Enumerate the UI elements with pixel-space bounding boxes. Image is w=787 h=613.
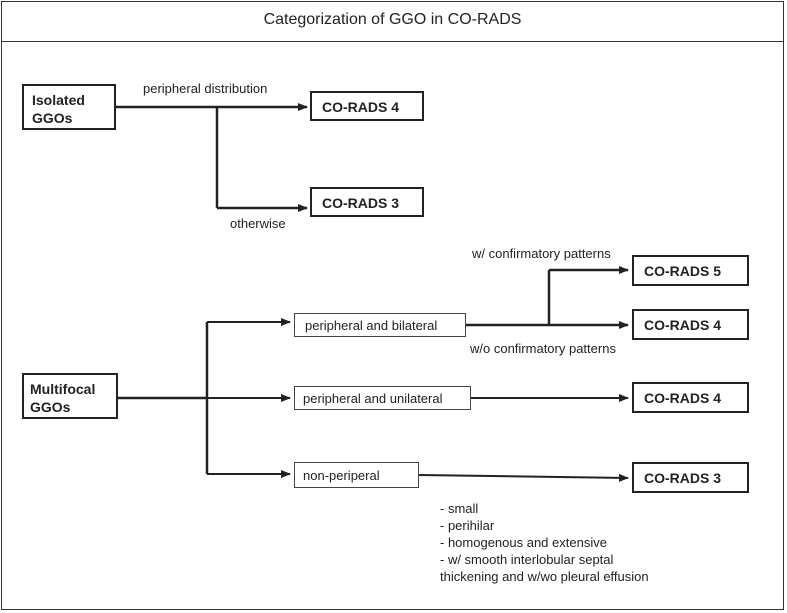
confirmatory-label: w/ confirmatory patterns — [472, 246, 611, 261]
peripheral-bilateral-box: peripheral and bilateral — [294, 313, 466, 337]
non-peripheral-notes: - small - perihilar - homogenous and ext… — [440, 500, 649, 585]
title-bar: Categorization of GGO in CO-RADS — [1, 1, 784, 42]
peripheral-unilateral-label: peripheral and unilateral — [303, 391, 443, 406]
bilateral-corads4-label: CO-RADS 4 — [644, 317, 722, 333]
peripheral-bilateral-label: peripheral and bilateral — [305, 318, 438, 333]
no-confirmatory-label: w/o confirmatory patterns — [470, 341, 616, 356]
note-small: - small — [440, 501, 479, 516]
diagram-title: Categorization of GGO in CO-RADS — [263, 11, 522, 28]
isolated-corads3-box: CO-RADS 3 — [310, 187, 424, 217]
isolated-ggos-line2: GGOs — [32, 110, 73, 126]
unilateral-corads4-label: CO-RADS 4 — [644, 390, 722, 406]
nonperipheral-corads3-label: CO-RADS 3 — [644, 470, 722, 486]
multifocal-ggos-line1: Multifocal — [30, 381, 96, 397]
bilateral-corads4-box: CO-RADS 4 — [632, 309, 749, 340]
multifocal-ggos-line2: GGOs — [30, 399, 71, 415]
multifocal-corads5-box: CO-RADS 5 — [632, 255, 749, 286]
note-homogenous: - homogenous and extensive — [440, 535, 607, 550]
unilateral-corads4-box: CO-RADS 4 — [632, 382, 749, 413]
note-perihilar: - perihilar — [440, 518, 495, 533]
edge-nonperipheral-to-corads3 — [418, 473, 629, 482]
peripheral-distribution-label: peripheral distribution — [143, 81, 268, 96]
nonperipheral-corads3-box: CO-RADS 3 — [632, 462, 749, 493]
isolated-corads3-label: CO-RADS 3 — [322, 195, 400, 211]
isolated-corads4-label: CO-RADS 4 — [322, 99, 400, 115]
multifocal-ggos-box: Multifocal GGOs — [22, 373, 118, 419]
otherwise-label: otherwise — [230, 216, 286, 231]
isolated-corads4-box: CO-RADS 4 — [310, 91, 424, 121]
isolated-ggos-line1: Isolated — [32, 92, 85, 108]
note-thickening: thickening and w/wo pleural effusion — [440, 569, 649, 584]
multifocal-corads5-label: CO-RADS 5 — [644, 263, 722, 279]
note-septal: - w/ smooth interlobular septal — [440, 552, 614, 567]
isolated-ggos-box: Isolated GGOs — [22, 84, 116, 130]
non-peripheral-box: non-periperal — [294, 462, 419, 488]
peripheral-unilateral-box: peripheral and unilateral — [294, 386, 471, 410]
non-peripheral-label: non-periperal — [303, 468, 380, 483]
